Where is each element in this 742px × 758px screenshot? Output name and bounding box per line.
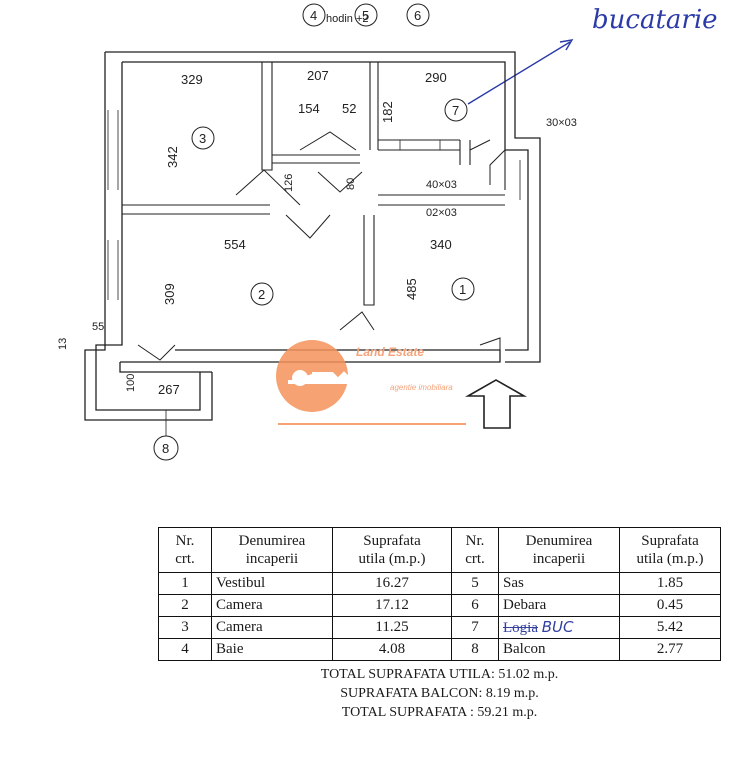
cell-name: Balcon [498, 638, 620, 661]
cell-nr: 1 [158, 572, 212, 595]
dim-154: 154 [298, 101, 320, 116]
cell-area: 2.77 [619, 638, 721, 661]
cell-area: 5.42 [619, 616, 721, 639]
room-1-number: 1 [459, 282, 466, 297]
cell-area: 17.12 [332, 594, 452, 617]
dim-342: 342 [165, 146, 180, 168]
watermark-tagline: agentie imobiliara [390, 383, 453, 392]
dim-329: 329 [181, 72, 203, 87]
cell-name: Baie [211, 638, 333, 661]
suprafata-balcon: SUPRAFATA BALCON: 8.19 m.p. [340, 686, 539, 701]
room-1-circle [451, 277, 475, 301]
cell-name: Debara [498, 594, 620, 617]
dim-340: 340 [430, 237, 452, 252]
table-row: 2 Camera 17.12 6 Debara 0.45 [158, 594, 721, 617]
door-swings [137, 131, 506, 361]
cell-nr: 3 [158, 616, 212, 639]
entrance-arrow-icon [464, 379, 528, 429]
struck-name: Logia [503, 619, 538, 636]
header-note: hodin +2 [326, 13, 369, 25]
handwritten-arrow [467, 39, 574, 105]
cell-name: Camera [211, 616, 333, 639]
cell-nr: 5 [451, 572, 499, 595]
cell-nr: 4 [158, 638, 212, 661]
watermark-logo [276, 340, 466, 425]
table-row: 4 Baie 4.08 8 Balcon 2.77 [158, 638, 721, 661]
total-utila: TOTAL SUPRAFATA UTILA: 51.02 m.p. [320, 667, 559, 682]
room-2-number: 2 [258, 287, 265, 302]
circle-4-label: 4 [310, 8, 317, 23]
room-3-number: 3 [199, 131, 206, 146]
dim-267: 267 [158, 382, 180, 397]
room-7-circle [444, 98, 468, 122]
dim-182: 182 [380, 101, 395, 123]
cell-nr: 8 [451, 638, 499, 661]
header-nr-2: Nr.crt. [451, 527, 499, 573]
room-2-circle [250, 282, 274, 306]
dim-309: 309 [162, 283, 177, 305]
header-circles [302, 3, 430, 27]
dim-02x03: 02×03 [426, 207, 457, 219]
cell-name: Camera [211, 594, 333, 617]
cell-nr: 2 [158, 594, 212, 617]
cell-area: 1.85 [619, 572, 721, 595]
cell-area: 11.25 [332, 616, 452, 639]
dim-554: 554 [224, 237, 246, 252]
room-7-number: 7 [452, 103, 459, 118]
dim-13: 13 [57, 338, 69, 350]
dim-207: 207 [307, 68, 329, 83]
windows [107, 110, 521, 300]
header-nr: Nr.crt. [158, 527, 212, 573]
circle-5-label: 5 [362, 8, 369, 23]
cell-name: Sas [498, 572, 620, 595]
dim-40x03: 40×03 [426, 179, 457, 191]
cell-name: Vestibul [211, 572, 333, 595]
cell-area: 0.45 [619, 594, 721, 617]
circle-6-label: 6 [414, 8, 421, 23]
dim-80: 80 [345, 178, 357, 190]
floor-plan: 4 5 6 hodin +2 bucatarie [57, 3, 718, 461]
cell-name-logia: Logia BUC [498, 616, 620, 639]
table-row: 3 Camera 11.25 7 Logia BUC 5.42 [158, 616, 721, 639]
cell-area: 4.08 [332, 638, 452, 661]
room-8-number: 8 [162, 441, 169, 456]
cell-nr: 7 [451, 616, 499, 639]
dim-290: 290 [425, 70, 447, 85]
dim-100: 100 [125, 374, 137, 392]
cell-area: 16.27 [332, 572, 452, 595]
dim-30x03: 30×03 [546, 117, 577, 129]
table-row: 1 Vestibul 16.27 5 Sas 1.85 [158, 572, 721, 595]
outer-walls [84, 51, 541, 421]
watermark-brand: Land Estate [356, 345, 424, 359]
room-3-circle [191, 126, 215, 150]
dim-55: 55 [92, 321, 104, 333]
interior-walls [122, 62, 506, 306]
handwritten-bucatarie: bucatarie [592, 5, 718, 35]
dim-485: 485 [404, 278, 419, 300]
handwritten-buc: BUC [541, 617, 574, 636]
dim-52: 52 [342, 101, 356, 116]
total-suprafata: TOTAL SUPRAFATA : 59.21 m.p. [341, 705, 538, 720]
dim-126: 126 [283, 174, 295, 192]
cell-nr: 6 [451, 594, 499, 617]
